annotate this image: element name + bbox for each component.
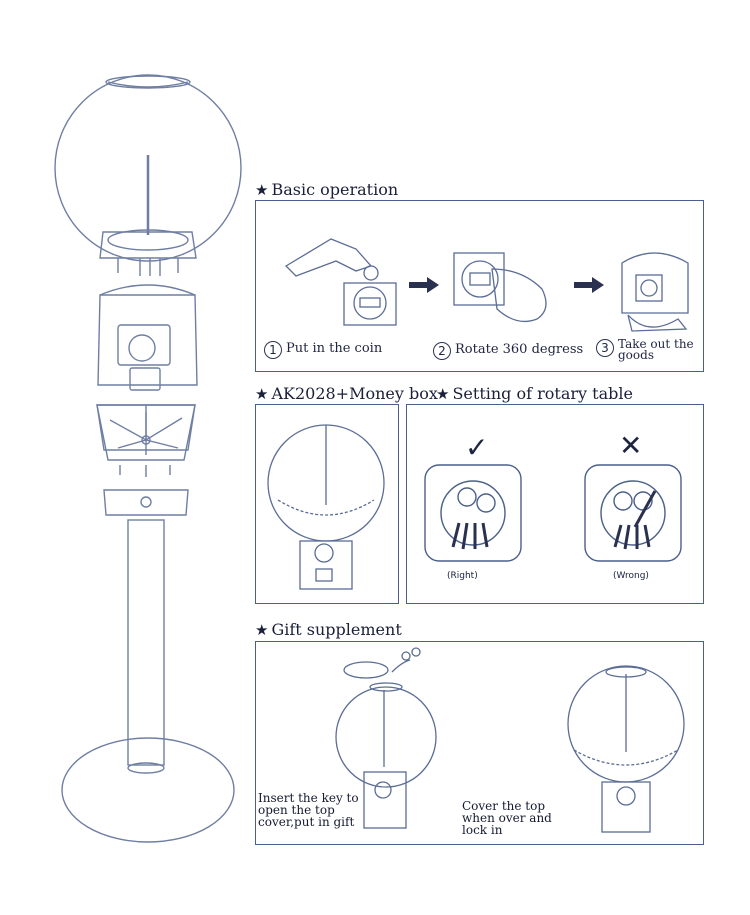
rotary-table-heading: ★Setting of rotary table (436, 384, 633, 403)
rotary-table-panel: ✓ ✕ (Right) (Wrong) (406, 404, 704, 604)
check-icon: ✓ (465, 431, 489, 464)
take-goods-illustration (621, 252, 689, 332)
step-2: 2 Rotate 360 degress (433, 342, 583, 360)
gift-instruction-left: Insert the key to open the top cover,put… (258, 791, 359, 829)
wrong-label: (Wrong) (613, 571, 649, 581)
right-label: (Right) (447, 571, 478, 581)
money-box-title: AK2028+Money box (271, 384, 438, 403)
step-number: 2 (433, 342, 451, 360)
rotary-right-illustration (424, 464, 522, 562)
arrow-right-icon (409, 277, 439, 293)
exploded-machine-illustration (54, 74, 242, 843)
rotary-table-title: Setting of rotary table (452, 384, 633, 403)
open-top-illustration (335, 647, 437, 829)
arrow-right-icon (574, 277, 604, 293)
money-box-heading: ★AK2028+Money box (255, 384, 438, 403)
basic-operation-title: Basic operation (271, 180, 399, 199)
step-label: Rotate 360 degress (455, 342, 584, 357)
closed-top-illustration (567, 665, 685, 833)
star-icon: ★ (255, 621, 269, 639)
cross-icon: ✕ (619, 429, 643, 462)
step-label: Take out the goods (618, 337, 694, 362)
rotate-knob-illustration (453, 252, 547, 323)
basic-operation-heading: ★Basic operation (255, 180, 398, 199)
step-label: Put in the coin (286, 341, 383, 356)
insert-coin-illustration (284, 238, 397, 326)
step-number: 3 (596, 339, 614, 357)
step-number: 1 (264, 341, 282, 359)
money-box-panel (255, 404, 399, 604)
step-1: 1 Put in the coin (264, 341, 382, 359)
gift-supplement-heading: ★Gift supplement (255, 620, 402, 639)
gift-supplement-panel: Insert the key to open the top cover,put… (255, 641, 704, 845)
star-icon: ★ (436, 385, 450, 403)
star-icon: ★ (255, 385, 269, 403)
star-icon: ★ (255, 181, 269, 199)
gift-instruction-right: Cover the top when over and lock in (462, 799, 552, 837)
machine-money-box-illustration (267, 424, 385, 590)
rotary-wrong-illustration (584, 464, 682, 562)
basic-operation-panel: 1 Put in the coin 2 Rotate 360 degress 3… (255, 200, 704, 372)
gift-supplement-title: Gift supplement (271, 620, 402, 639)
step-3: 3 Take out the goods (596, 337, 701, 362)
